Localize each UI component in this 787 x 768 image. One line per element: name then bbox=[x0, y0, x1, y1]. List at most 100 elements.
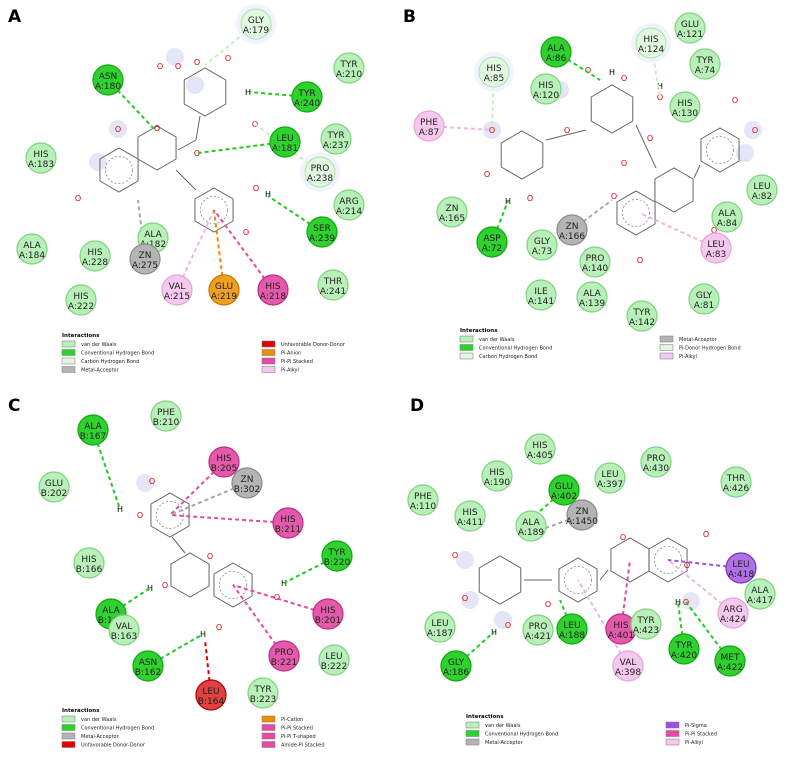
residue-name: PHE bbox=[420, 118, 438, 128]
residue-id: A:188 bbox=[559, 631, 585, 641]
residue-id: A:239 bbox=[309, 234, 335, 244]
residue-name: TYR bbox=[674, 641, 692, 651]
oxygen-atom: O bbox=[175, 62, 181, 71]
legend-swatch bbox=[261, 741, 276, 748]
residue-name: GLY bbox=[448, 658, 465, 668]
isoflavone-a-ring bbox=[648, 537, 688, 583]
interaction-line bbox=[620, 559, 631, 630]
legend-label: Pi-Alkyl bbox=[281, 368, 299, 374]
residue-name: TYR bbox=[326, 131, 344, 141]
residue-id: B:220 bbox=[324, 558, 351, 568]
legend-item: Metal-Acceptor bbox=[465, 738, 524, 746]
residue-id: A:411 bbox=[457, 518, 483, 528]
legend-swatch bbox=[465, 730, 480, 737]
interaction-line bbox=[169, 461, 225, 516]
residue-circle bbox=[108, 614, 140, 646]
legend-swatch bbox=[459, 344, 474, 351]
residue-id: B:302 bbox=[234, 485, 260, 495]
residue-name: THR bbox=[726, 474, 746, 484]
residue-id: A:86 bbox=[546, 54, 567, 64]
legend-swatch bbox=[659, 335, 674, 343]
residue-circle bbox=[306, 216, 338, 248]
legend-item: Conventional Hydrogen Bond bbox=[465, 730, 558, 738]
residue-name: SER bbox=[313, 224, 331, 234]
residue-name: ASP bbox=[483, 234, 501, 244]
residue-id: A:181 bbox=[272, 144, 298, 154]
residue-id: A:210 bbox=[336, 70, 362, 80]
residue-circle bbox=[240, 8, 272, 40]
aromatic-ring-mark bbox=[705, 135, 735, 165]
legend-swatch bbox=[459, 352, 474, 360]
residue-name: GLU bbox=[681, 20, 699, 30]
residue-name: ALA bbox=[547, 44, 565, 54]
interaction-line bbox=[213, 209, 274, 291]
residue-id: A:140 bbox=[582, 264, 608, 274]
residue-circle bbox=[424, 611, 456, 643]
residue-name: LEU bbox=[202, 687, 219, 697]
panel-label: A bbox=[8, 7, 22, 27]
legend-swatch bbox=[659, 344, 674, 351]
residue-name: HIS bbox=[87, 248, 102, 258]
residue-name: ZN bbox=[446, 204, 459, 214]
solvent-accessibility-halo bbox=[744, 121, 762, 139]
residue-name: ALA bbox=[718, 209, 736, 219]
residue-node: ZNA:165 bbox=[436, 196, 468, 228]
residue-name: HIS bbox=[462, 508, 477, 518]
residue-id: A:402 bbox=[551, 492, 577, 502]
residue-name: VAL bbox=[169, 282, 186, 292]
residue-name: TYR bbox=[636, 616, 654, 626]
residue-circle bbox=[630, 608, 662, 640]
residue-circle bbox=[688, 283, 720, 315]
residue-id: A:426 bbox=[723, 484, 749, 494]
solvent-accessibility-halo bbox=[89, 153, 107, 171]
hydrogen-atom: H bbox=[265, 190, 271, 199]
oxygen-atom: O bbox=[545, 600, 551, 609]
residue-name: HIS bbox=[320, 606, 335, 616]
residue-name: HIS bbox=[486, 64, 501, 74]
legend-swatch bbox=[665, 721, 680, 729]
residue-circle bbox=[208, 274, 240, 306]
legend-item: Pi-Alkyl bbox=[665, 738, 703, 746]
residue-id: A:218 bbox=[260, 292, 286, 302]
solvent-accessibility-halo bbox=[736, 144, 754, 162]
residue-id: A:74 bbox=[695, 66, 716, 76]
residue-node: ZNA:275 bbox=[129, 243, 161, 275]
legend-item: Carbon Hydrogen Bond bbox=[61, 357, 139, 365]
residue-circle bbox=[129, 243, 161, 275]
legend-label: Metal-Acceptor bbox=[485, 740, 524, 746]
residue-circle bbox=[231, 467, 263, 499]
legend-item: Pi-Donor Hydrogen Bond bbox=[659, 344, 741, 352]
oxygen-atom: O bbox=[253, 184, 259, 193]
oxygen-atom: O bbox=[225, 54, 231, 63]
residue-id: B:223 bbox=[250, 695, 276, 705]
residue-name: ASN bbox=[99, 72, 118, 82]
glucose-ring bbox=[478, 555, 522, 605]
residue-name: HIS bbox=[33, 150, 48, 160]
legend-swatch bbox=[459, 335, 474, 343]
residue-name: HIS bbox=[489, 468, 504, 478]
oxygen-atom: O bbox=[274, 593, 280, 602]
interaction-line bbox=[685, 601, 731, 662]
residue-name: VAL bbox=[620, 658, 637, 668]
hydrogen-atom: H bbox=[657, 82, 663, 91]
hydrogen-atom: H bbox=[117, 505, 123, 514]
residue-circle bbox=[522, 614, 554, 646]
